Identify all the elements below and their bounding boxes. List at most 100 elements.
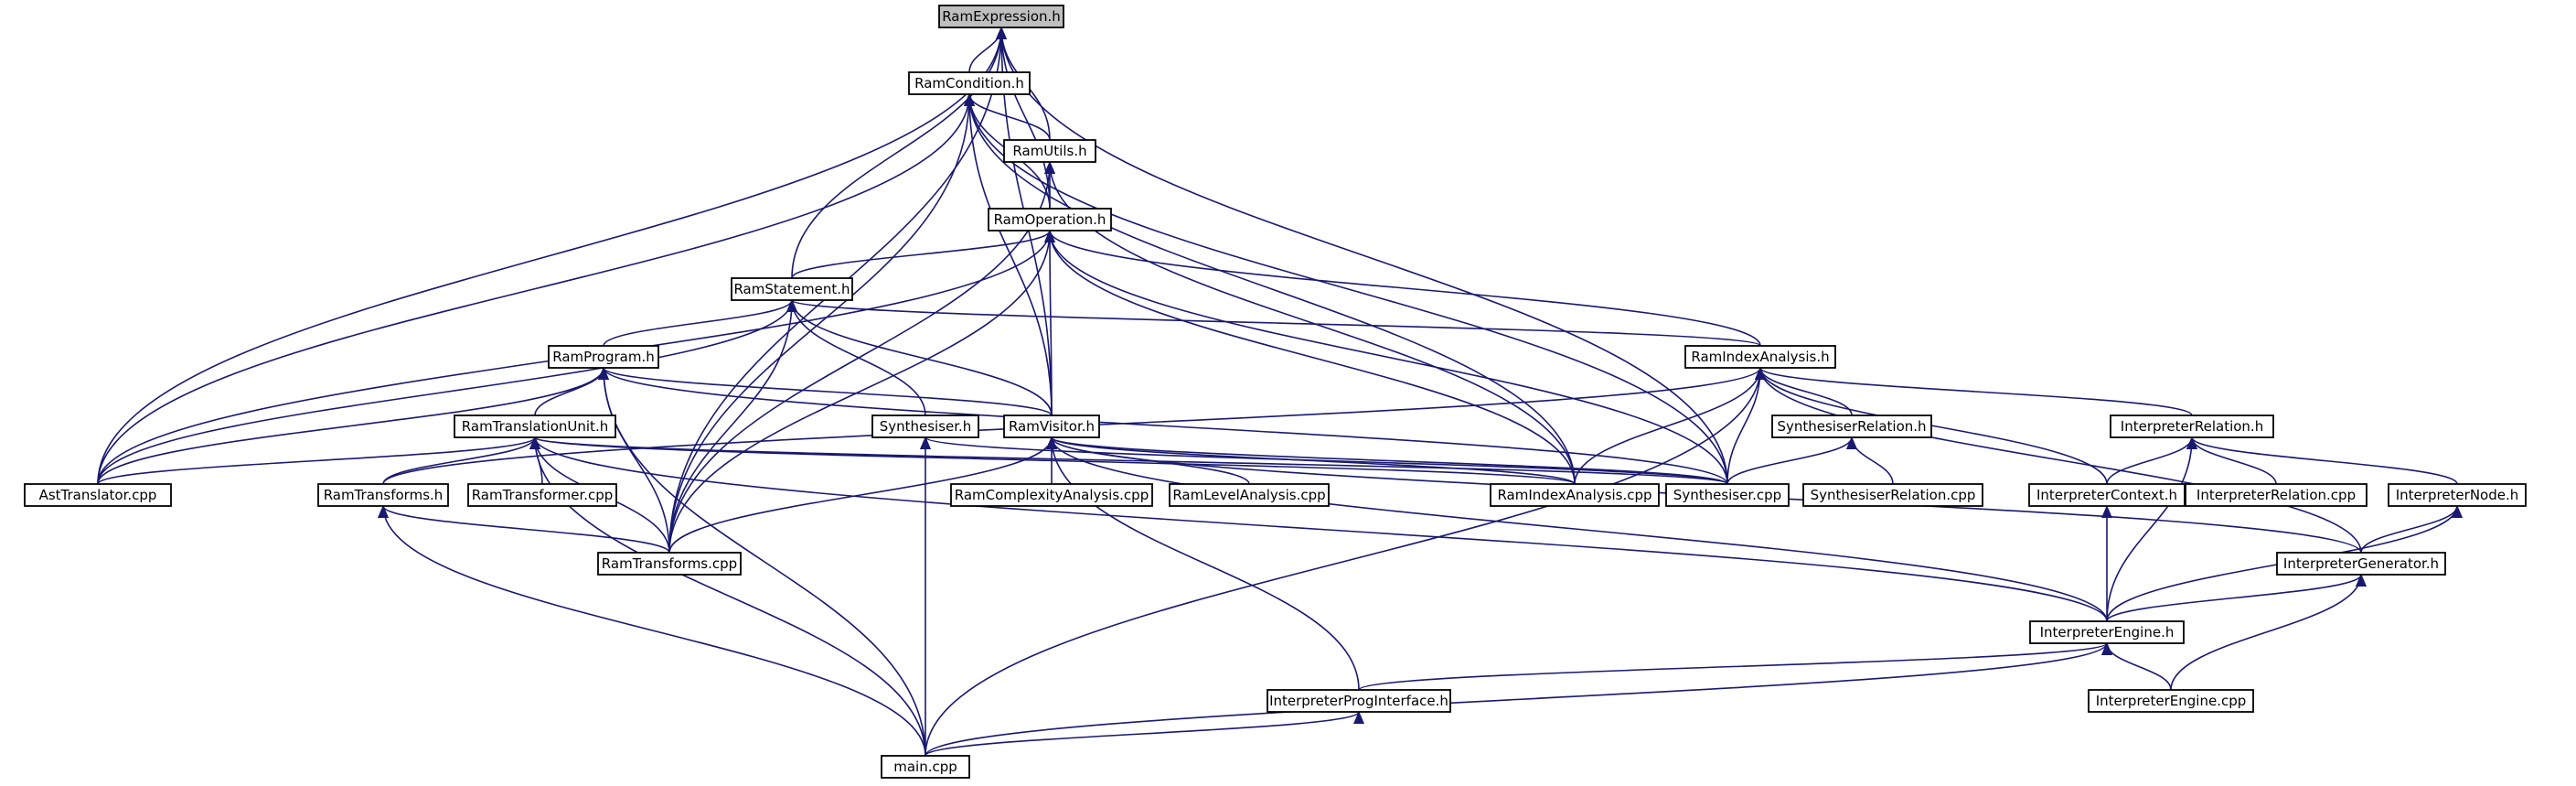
node-box (467, 483, 617, 507)
node-interpreter-relation-cpp[interactable]: InterpreterRelation.cpp (2185, 483, 2368, 507)
dependency-edge-ram-visitor-h-to-ram-statement-h (786, 299, 1053, 416)
node-label: InterpreterNode.h (2396, 487, 2519, 503)
dependency-edge-synthesiser-cpp-to-ram-program-h (598, 367, 1728, 485)
node-ram-index-analysis-h[interactable]: RamIndexAnalysis.h (1684, 345, 1836, 369)
dependency-edge-ast-translator-cpp-to-ram-statement-h (97, 299, 797, 485)
node-synthesiser-cpp[interactable]: Synthesiser.cpp (1665, 483, 1790, 507)
node-box (454, 415, 616, 438)
node-label: main.cpp (893, 759, 957, 775)
node-box (881, 755, 970, 779)
dependency-edge-interpreter-node-h-to-interpreter-relation-h (2186, 436, 2458, 485)
node-box (908, 71, 1031, 95)
node-ram-translation-unit-h[interactable]: RamTranslationUnit.h (454, 415, 616, 438)
node-layer: RamExpression.hRamCondition.hRamUtils.hR… (24, 5, 2527, 779)
node-ram-program-h[interactable]: RamProgram.h (548, 345, 659, 369)
node-label: SynthesiserRelation.cpp (1811, 487, 1976, 503)
node-interpreter-generator-h[interactable]: InterpreterGenerator.h (2276, 552, 2446, 576)
dependency-edge-main-cpp-to-ram-index-analysis-h (925, 367, 1766, 757)
node-label: RamStatement.h (733, 281, 850, 297)
node-synthesiser-relation-cpp[interactable]: SynthesiserRelation.cpp (1802, 483, 1983, 507)
node-box (988, 208, 1112, 231)
node-box (871, 415, 979, 438)
dependency-edge-interpreter-engine-cpp-to-interpreter-engine-h (2101, 642, 2172, 691)
node-synthesiser-relation-h[interactable]: SynthesiserRelation.h (1771, 415, 1932, 438)
dependency-edge-ram-transforms-cpp-to-ram-statement-h (668, 299, 797, 554)
dependency-edge-synthesiser-relation-cpp-to-synthesiser-relation-h (1846, 436, 1894, 485)
dependency-edge-ram-transforms-cpp-to-ram-visitor-h (668, 436, 1057, 554)
node-label: RamComplexityAnalysis.cpp (955, 487, 1149, 503)
node-ram-operation-h[interactable]: RamOperation.h (988, 208, 1112, 231)
node-box (548, 345, 659, 369)
node-interpreter-engine-cpp[interactable]: InterpreterEngine.cpp (2088, 689, 2254, 713)
node-ram-level-analysis-cpp[interactable]: RamLevelAnalysis.cpp (1169, 483, 1330, 507)
dependency-edge-interpreter-engine-cpp-to-interpreter-generator-h (2170, 574, 2367, 691)
node-ram-condition-h[interactable]: RamCondition.h (908, 71, 1031, 95)
node-label: InterpreterRelation.cpp (2197, 487, 2356, 503)
node-ram-complexity-analysis-cpp[interactable]: RamComplexityAnalysis.cpp (950, 483, 1153, 507)
node-main-cpp[interactable]: main.cpp (881, 755, 970, 779)
dependency-edge-ram-index-analysis-cpp-to-ram-utils-h (1044, 161, 1576, 485)
node-interpreter-node-h[interactable]: InterpreterNode.h (2388, 483, 2527, 507)
dependency-edge-synthesiser-cpp-to-ram-index-analysis-h (1726, 367, 1766, 485)
dependency-edge-synthesiser-cpp-to-ram-expression-h (996, 27, 1728, 485)
node-ram-statement-h[interactable]: RamStatement.h (731, 277, 853, 301)
dependency-edge-ram-transforms-h-to-ram-translation-unit-h (382, 436, 540, 485)
dependency-edge-synthesiser-cpp-to-ram-condition-h (964, 93, 1728, 485)
node-ram-transforms-cpp[interactable]: RamTransforms.cpp (597, 552, 742, 576)
dependency-edge-interpreter-generator-h-to-ram-index-analysis-h (1755, 367, 2362, 554)
dependency-edge-synthesiser-h-to-ram-statement-h (786, 299, 926, 416)
node-ram-index-analysis-cpp[interactable]: RamIndexAnalysis.cpp (1490, 483, 1660, 507)
node-label: RamTransformer.cpp (472, 487, 614, 503)
node-label: RamProgram.h (552, 349, 654, 365)
node-label: RamOperation.h (994, 211, 1106, 228)
node-ram-expression-h[interactable]: RamExpression.h (938, 5, 1064, 28)
node-interpreter-engine-h[interactable]: InterpreterEngine.h (2029, 620, 2185, 644)
dependency-edge-interpreter-context-h-to-interpreter-relation-h (2106, 436, 2197, 485)
node-box (950, 483, 1153, 507)
dependency-edge-ast-translator-cpp-to-ram-translation-unit-h (97, 436, 540, 485)
node-label: RamCondition.h (914, 75, 1024, 92)
node-interpreter-relation-h[interactable]: InterpreterRelation.h (2110, 415, 2274, 438)
dependency-edge-main-cpp-to-interpreter-prog-interface-h (925, 711, 1364, 757)
node-ram-visitor-h[interactable]: RamVisitor.h (1003, 415, 1100, 438)
node-interpreter-prog-interface-h[interactable]: InterpreterProgInterface.h (1267, 689, 1451, 713)
dependency-edge-synthesiser-cpp-to-ram-operation-h (1044, 230, 1728, 485)
dependency-edge-ram-condition-h-to-ram-expression-h (968, 27, 1007, 73)
dependency-edge-ram-visitor-h-to-ram-program-h (598, 367, 1053, 416)
node-label: InterpreterEngine.cpp (2096, 693, 2247, 709)
node-synthesiser-h[interactable]: Synthesiser.h (871, 415, 979, 438)
node-ram-transformer-cpp[interactable]: RamTransformer.cpp (467, 483, 617, 507)
dependency-edge-ast-translator-cpp-to-ram-condition-h (97, 93, 975, 485)
dependency-edge-interpreter-engine-h-to-ram-translation-unit-h (529, 436, 2108, 622)
node-box (2110, 415, 2274, 438)
node-box (938, 5, 1064, 28)
node-box (597, 552, 742, 576)
dependency-edge-interpreter-prog-interface-h-to-ram-visitor-h (1046, 436, 1360, 691)
dependency-edge-main-cpp-to-ram-transforms-h (378, 505, 926, 757)
dependency-edge-ram-index-analysis-cpp-to-ram-operation-h (1044, 230, 1576, 485)
node-ram-utils-h[interactable]: RamUtils.h (1003, 139, 1096, 163)
node-ast-translator-cpp[interactable]: AstTranslator.cpp (24, 483, 172, 507)
node-box (2185, 483, 2368, 507)
node-box (1665, 483, 1790, 507)
node-label: RamTransforms.h (324, 487, 444, 503)
node-box (2029, 620, 2185, 644)
dependency-edge-ram-statement-h-to-ram-expression-h (791, 27, 1007, 279)
dependency-edge-interpreter-engine-h-to-interpreter-generator-h (2106, 574, 2367, 622)
node-interpreter-context-h[interactable]: InterpreterContext.h (2028, 483, 2186, 507)
dependency-edge-synthesiser-cpp-to-synthesiser-relation-h (1726, 436, 1857, 485)
dependency-edge-synthesiser-relation-h-to-ram-index-analysis-h (1755, 367, 1853, 416)
dependency-edge-main-cpp-to-ram-program-h (598, 367, 926, 757)
dependency-edge-ram-index-analysis-h-to-ram-operation-h (1044, 230, 1761, 347)
node-label: RamTranslationUnit.h (462, 418, 608, 435)
dependency-edge-interpreter-engine-h-to-ram-visitor-h (1046, 436, 2108, 622)
node-box (1267, 689, 1451, 713)
dependency-edge-synthesiser-cpp-to-ram-translation-unit-h (529, 436, 1728, 485)
node-box (2088, 689, 2254, 713)
node-box (2388, 483, 2527, 507)
node-ram-transforms-h[interactable]: RamTransforms.h (317, 483, 449, 507)
dependency-edge-ram-index-analysis-cpp-to-ram-condition-h (964, 93, 1576, 485)
edge-layer (97, 27, 2463, 757)
dependency-edge-ram-index-analysis-cpp-to-ram-visitor-h (1046, 436, 1576, 485)
dependency-edge-ram-index-analysis-cpp-to-ram-index-analysis-h (1574, 367, 1766, 485)
